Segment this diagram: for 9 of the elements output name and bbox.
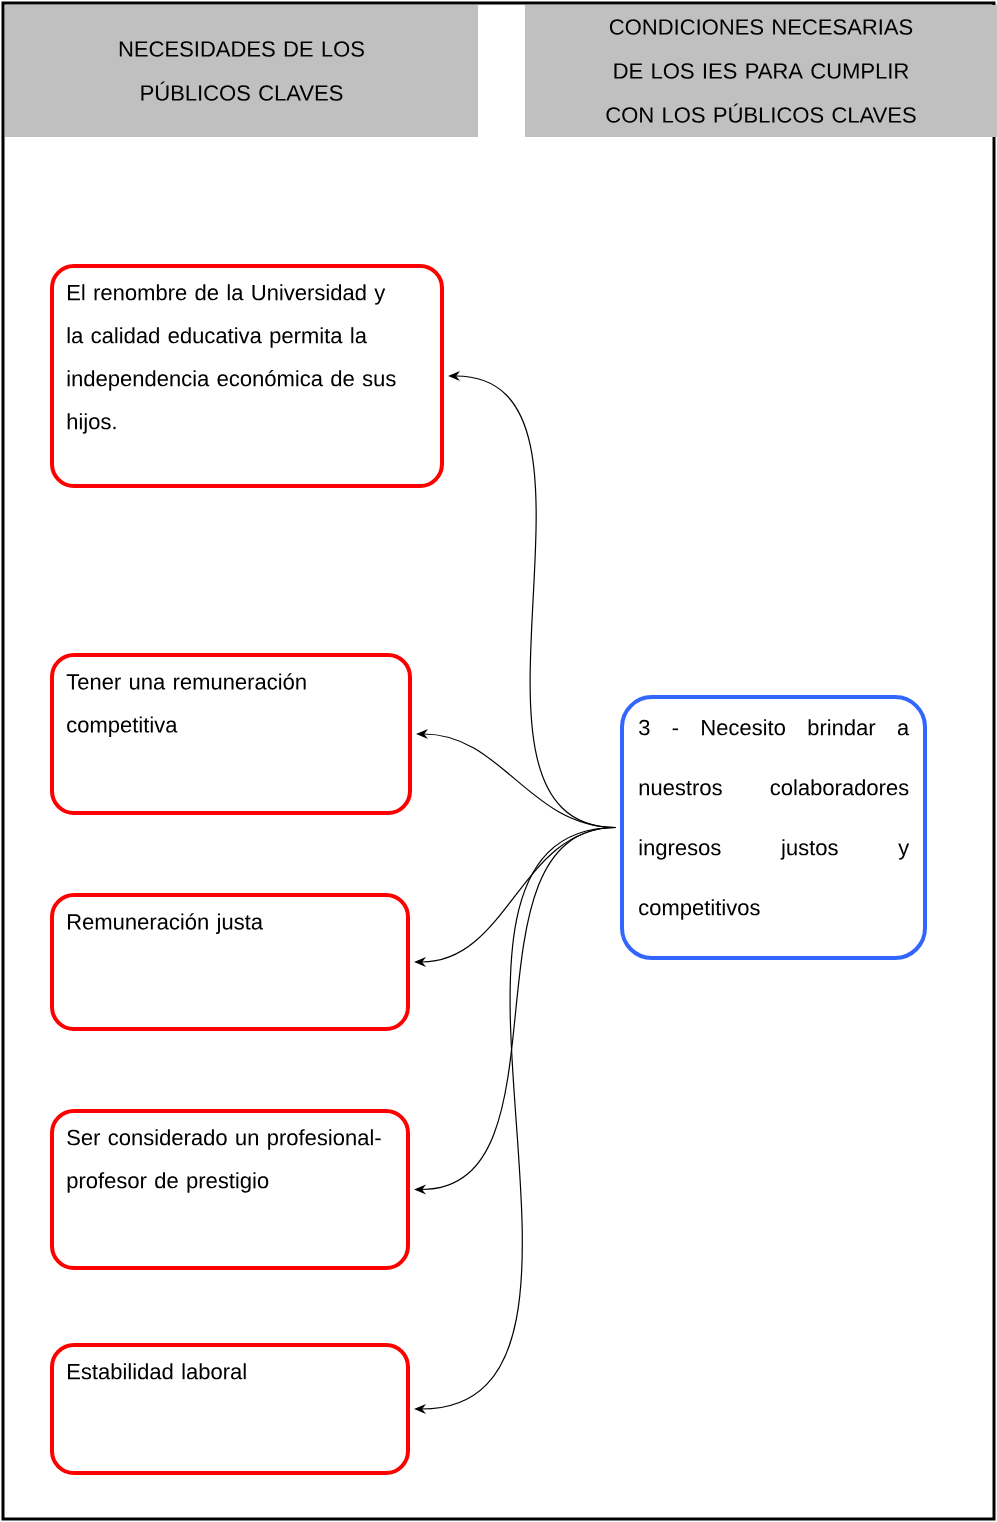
need-box: El renombre de la Universidad y la calidad educativa permita la independencia económica de sus hijos. xyxy=(50,264,444,488)
need-box: Ser considerado un profesional-profesor de prestigio xyxy=(50,1109,410,1270)
need-box: Tener una remuneración competitiva xyxy=(50,653,412,815)
need-box: Estabilidad laboral xyxy=(50,1343,410,1475)
header-band: NECESIDADES DE LOS PÚBLICOS CLAVES xyxy=(5,5,478,137)
arrow xyxy=(414,826,617,1415)
need-box: Remuneración justa xyxy=(50,893,410,1031)
header-band: CONDICIONES NECESARIAS DE LOS IES PARA CUMPLIR CON LOS PÚBLICOS CLAVES xyxy=(525,5,997,137)
condition-box: 3 - Necesito brindar a nuestros colaboradores ingresos justos y competitivos xyxy=(620,695,927,960)
